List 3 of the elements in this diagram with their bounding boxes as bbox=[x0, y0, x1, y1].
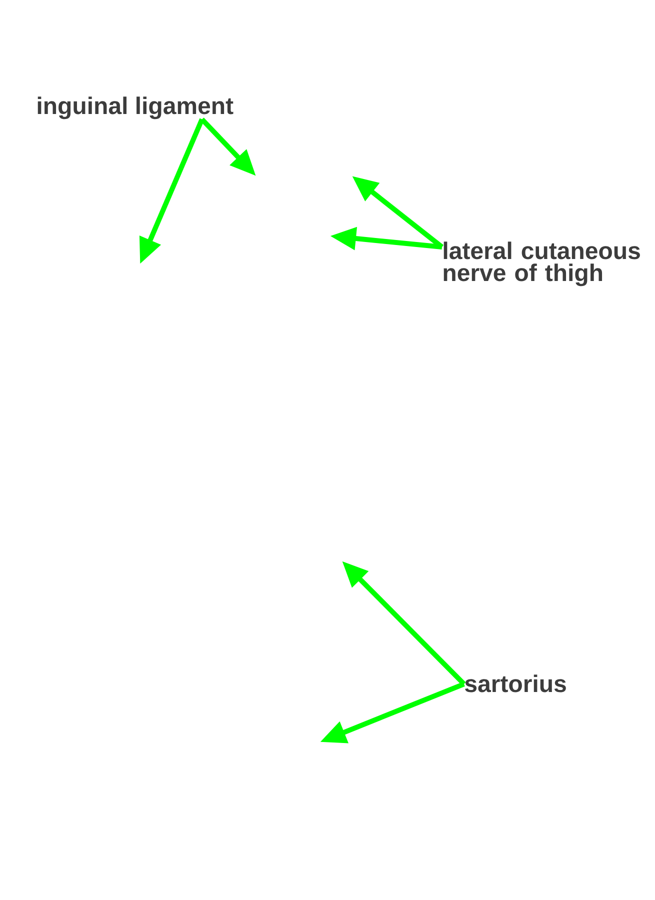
callout-label: lateral cutaneous nerve of thigh bbox=[444, 242, 640, 286]
callout-label: inguinal ligament bbox=[38, 96, 234, 120]
callout-label: sartorius bbox=[465, 674, 566, 692]
